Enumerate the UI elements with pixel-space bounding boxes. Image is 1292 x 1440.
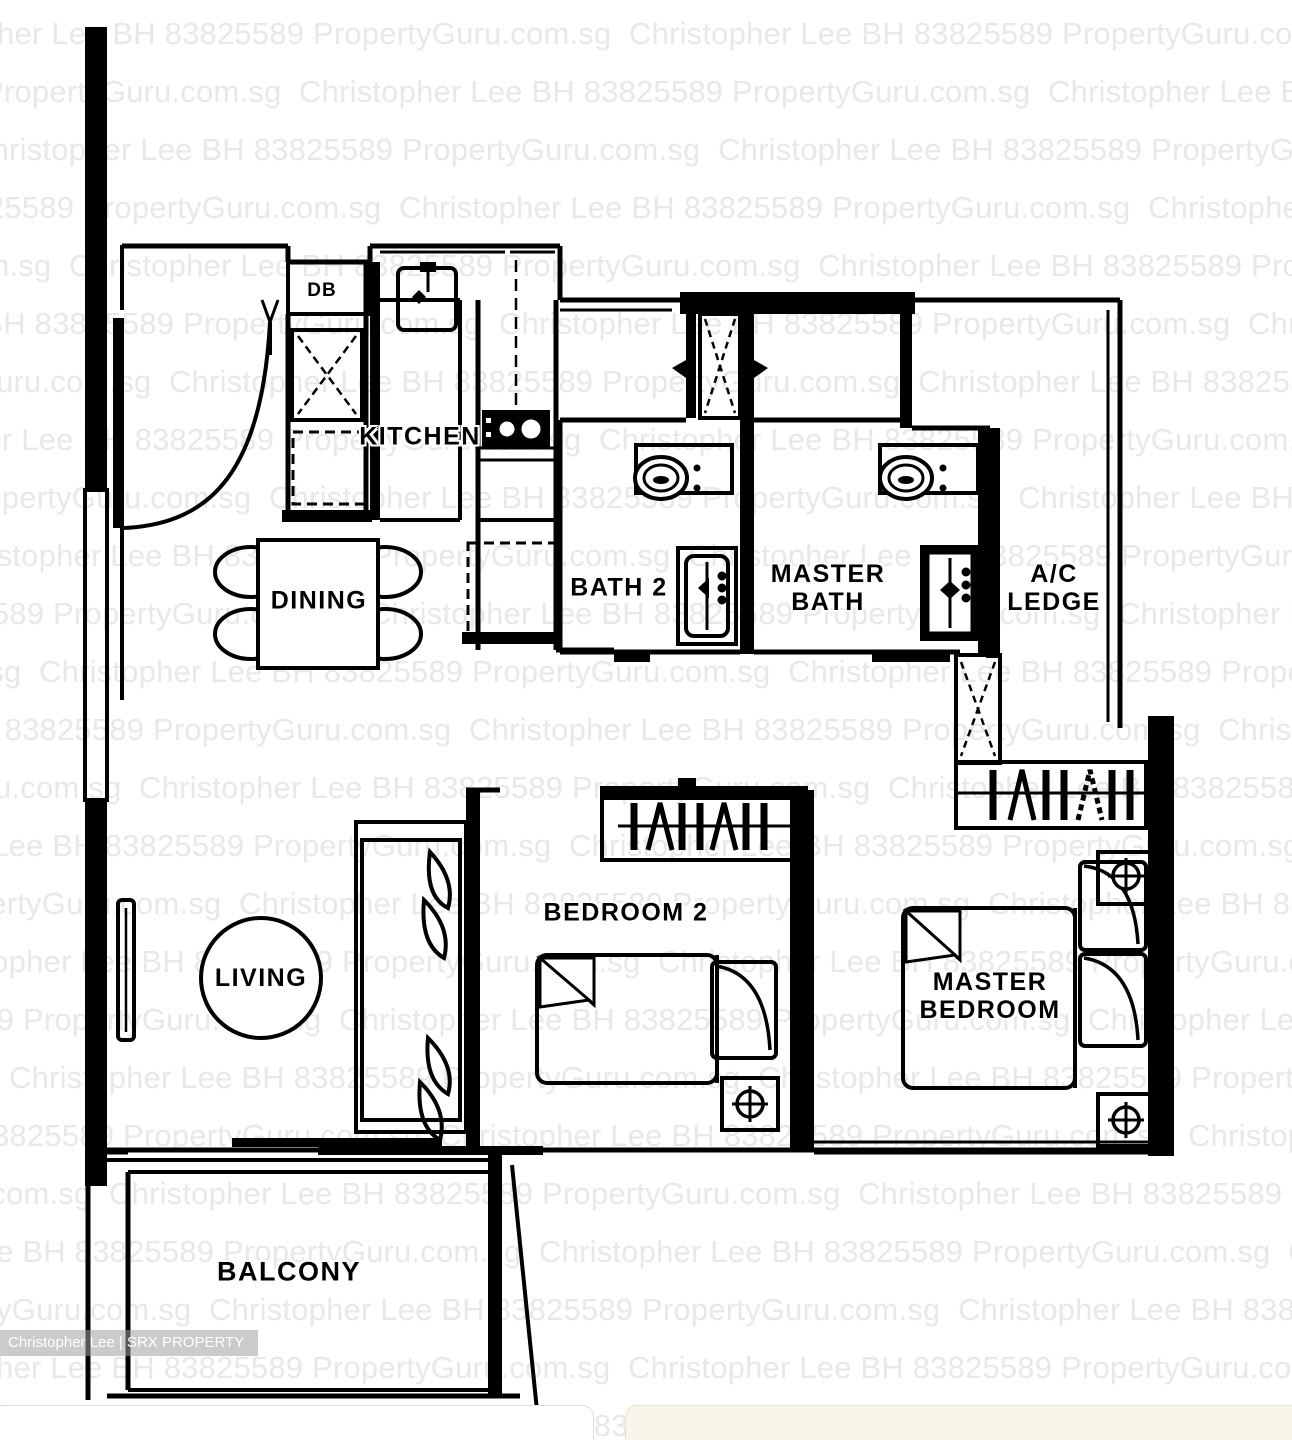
wall-right-exterior (1148, 716, 1174, 1156)
bedroom2-area (466, 778, 808, 1152)
living-tv-console (116, 898, 136, 1042)
kitchen-right-wall (462, 260, 562, 650)
balcony-area (85, 1148, 542, 1440)
kitchen-sink (396, 262, 458, 332)
misc-walls (107, 647, 614, 1155)
bottom-card-left[interactable] (0, 1405, 594, 1440)
master-bath-toilet (878, 443, 980, 501)
living-bottom-wall (107, 1138, 1148, 1162)
room-label-living: LIVING (199, 916, 323, 1040)
srx-watermark-badge: Christopher Lee | SRX PROPERTY (0, 1330, 259, 1356)
room-label-kitchen: KITCHEN (359, 422, 481, 451)
master-bath-bottom (754, 649, 960, 662)
ac-ledge-railing (954, 760, 1148, 830)
living-sofa (354, 820, 468, 1144)
bath2-toilet (633, 443, 734, 501)
bath2-boundary (557, 420, 740, 662)
ac-ledge-area (954, 428, 1002, 765)
wall-left-exterior (83, 27, 109, 1152)
room-label-db: DB (307, 280, 337, 301)
wall-top (122, 243, 563, 300)
bath2-shower (676, 546, 738, 646)
dining-set (213, 538, 423, 670)
wall-top-right (560, 292, 1123, 728)
bottom-card-right[interactable] (625, 1405, 1292, 1440)
washer-dryer (290, 328, 364, 422)
kitchen-counters (282, 262, 462, 522)
room-label-bedroom-2: BEDROOM 2 (543, 898, 709, 927)
room-label-bath-2: BATH 2 (570, 573, 668, 602)
room-label-balcony: BALCONY (217, 1256, 361, 1287)
room-label-dining: DINING (270, 586, 368, 615)
main-door-swing (113, 299, 280, 530)
master-bath-shower (920, 545, 980, 641)
refrigerator (291, 430, 367, 506)
